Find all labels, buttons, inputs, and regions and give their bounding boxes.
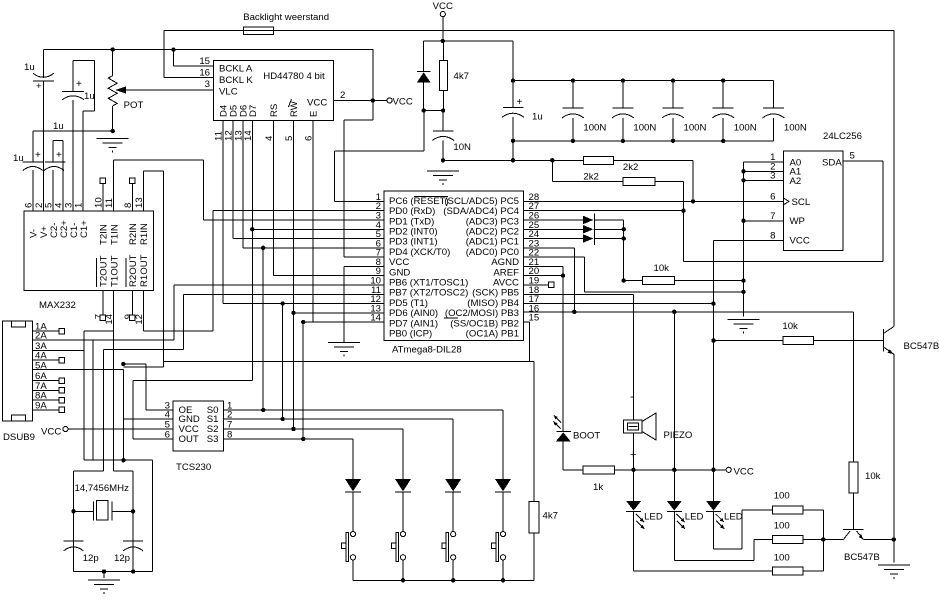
svg-text:SCL: SCL [792,197,811,208]
svg-text:R1IN: R1IN [139,223,150,245]
svg-text:T1IN: T1IN [109,224,120,245]
svg-text:+: + [35,150,41,161]
svg-text:+: + [76,79,82,90]
svg-text:1u: 1u [84,91,95,102]
svg-text:1u: 1u [53,121,64,132]
svg-text:LED: LED [685,512,704,523]
svg-text:1k: 1k [593,482,603,493]
svg-text:Backlight weerstand: Backlight weerstand [243,12,329,23]
svg-text:PB0 (ICP): PB0 (ICP) [389,329,432,340]
svg-text:100N: 100N [583,123,606,134]
svg-text:5: 5 [850,151,855,162]
svg-text:-: - [630,391,634,403]
svg-text:E: E [308,111,319,117]
svg-text:ATmega8-DIL28: ATmega8-DIL28 [392,345,462,356]
svg-text:WP: WP [790,216,805,227]
svg-text:+: + [36,81,42,92]
svg-text:SDA: SDA [822,157,842,168]
svg-text:TCS230: TCS230 [176,462,211,473]
svg-text:8: 8 [770,230,775,241]
svg-text:4k7: 4k7 [543,511,558,522]
svg-text:1u: 1u [13,153,24,164]
svg-text:2: 2 [340,90,345,101]
svg-text:C1+: C1+ [79,220,90,238]
svg-text:T2IN: T2IN [99,224,110,245]
svg-text:3: 3 [770,170,775,181]
svg-text:+: + [630,449,636,461]
svg-text:+: + [56,150,62,161]
svg-text:BCKL A: BCKL A [219,64,253,75]
svg-text:T2OUT: T2OUT [99,255,110,287]
svg-text:RW: RW [289,100,300,117]
svg-text:100: 100 [774,521,790,532]
svg-text:10N: 10N [453,142,471,153]
svg-text:POT: POT [124,100,144,111]
svg-text:OUT: OUT [179,434,199,445]
svg-text:A2: A2 [790,176,802,187]
svg-text:LED: LED [644,512,663,523]
svg-text:100N: 100N [684,123,707,134]
svg-text:6: 6 [770,191,775,202]
svg-text:100N: 100N [633,123,656,134]
svg-text:2k2: 2k2 [623,162,638,173]
svg-text:10k: 10k [654,263,670,274]
svg-text:BC547B: BC547B [844,552,880,563]
svg-text:LED: LED [724,512,743,523]
svg-text:HD44780 4 bit: HD44780 4 bit [263,71,325,82]
svg-text:1: 1 [74,203,85,208]
svg-text:24LC256: 24LC256 [823,131,862,142]
svg-text:6: 6 [23,203,34,208]
svg-text:VCC: VCC [790,236,810,247]
svg-text:VCC: VCC [307,98,327,109]
svg-text:10k: 10k [865,471,881,482]
svg-text:10k: 10k [782,321,798,332]
svg-text:(OC1A) PB1: (OC1A) PB1 [466,329,519,340]
svg-text:R1OUT: R1OUT [139,254,150,287]
svg-text:VCC: VCC [41,427,61,438]
svg-text:VLC: VLC [219,87,238,98]
svg-text:R2IN: R2IN [128,223,139,245]
svg-text:PIEZO: PIEZO [664,430,693,441]
svg-text:1u: 1u [532,112,543,123]
svg-text:T1OUT: T1OUT [109,255,120,287]
svg-text:3: 3 [205,79,210,90]
svg-text:15: 15 [199,56,210,67]
svg-text:100N: 100N [734,123,757,134]
svg-text:S3: S3 [207,434,219,445]
svg-text:1u: 1u [24,62,35,73]
svg-text:100N: 100N [784,123,807,134]
svg-text:2k2: 2k2 [583,172,598,183]
svg-text:VCC: VCC [734,467,754,478]
svg-text:7: 7 [770,211,775,222]
svg-text:DSUB9: DSUB9 [3,432,35,443]
svg-text:BCKL K: BCKL K [219,75,253,86]
svg-text:+: + [517,97,523,108]
svg-text:R2OUT: R2OUT [128,254,139,287]
svg-text:4k7: 4k7 [454,71,469,82]
svg-text:100: 100 [774,491,790,502]
svg-text:VCC: VCC [433,1,453,12]
svg-text:12p: 12p [114,553,130,564]
svg-text:BC547B: BC547B [904,341,939,352]
svg-text:16: 16 [199,68,210,79]
svg-text:D7: D7 [248,105,259,117]
svg-text:BOOT: BOOT [573,431,600,442]
svg-text:MAX232: MAX232 [39,300,76,311]
svg-text:12p: 12p [83,553,99,564]
svg-text:15: 15 [529,313,540,324]
svg-text:14,7456MHz: 14,7456MHz [75,483,130,494]
svg-text:RS: RS [269,104,280,117]
svg-text:V-: V- [29,229,40,238]
svg-text:VCC: VCC [393,97,413,108]
svg-text:100: 100 [774,553,790,564]
